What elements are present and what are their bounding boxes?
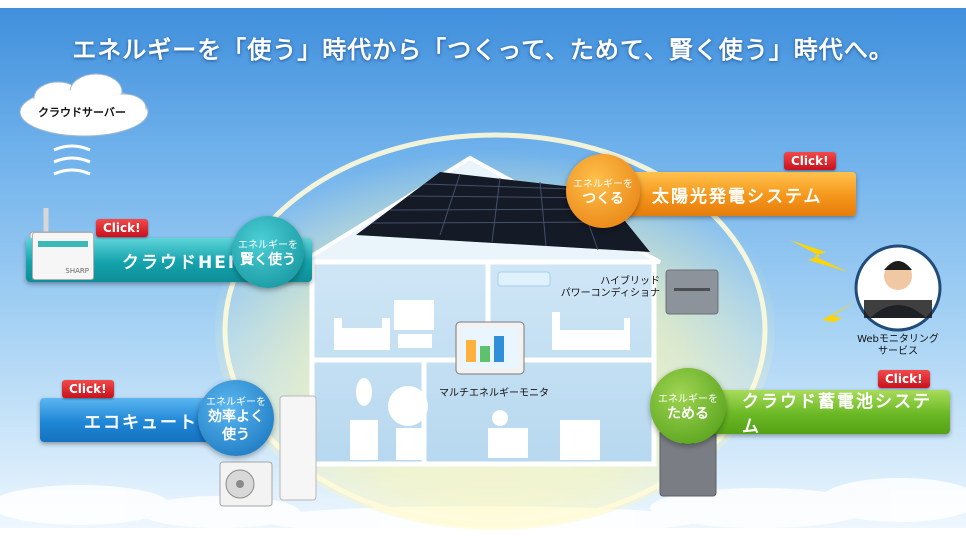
ecocute-click-button[interactable]: Click! [62,380,114,398]
battery-bar[interactable]: クラウド蓄電池システム [706,390,950,437]
ecocute-title: エコキュート [84,412,198,433]
signal-waves [53,144,91,176]
headline: エネルギーを「使う」時代から「つくって、ためて、賢く使う」時代へ。 [72,36,894,64]
solar-title: 太陽光発電システム [652,186,823,207]
cloud-server-label: クラウドサーバー [38,106,126,119]
multi-energy-monitor [455,321,525,375]
operator-avatar [854,244,942,332]
multi-energy-monitor-label: マルチエネルギーモニタ [439,388,549,399]
hems-click-button[interactable]: Click! [96,219,148,237]
hybrid-power-conditioner-label: ハイブリッドパワーコンディショナ [560,276,660,299]
furniture-silhouettes [334,300,630,460]
ecocute-circle: エネルギーを効率よく使う [198,380,274,456]
outdoor-unit [219,461,273,507]
battery-circle: エネルギーをためる [650,368,726,444]
battery-title: クラウド蓄電池システム [742,392,932,437]
solar-click-button[interactable]: Click! [784,152,836,170]
hems-title: クラウドHEMS [122,252,262,273]
cloud-band [0,478,966,534]
battery-click-button[interactable]: Click! [878,370,930,388]
web-monitoring-label: Webモニタリングサービス [857,334,939,357]
solar-bar[interactable]: 太陽光発電システム [598,172,856,216]
hems-device-body: SHARP [32,232,94,280]
solar-circle: エネルギーをつくる [566,154,640,228]
hems-circle: エネルギーを賢く使う [232,216,304,288]
